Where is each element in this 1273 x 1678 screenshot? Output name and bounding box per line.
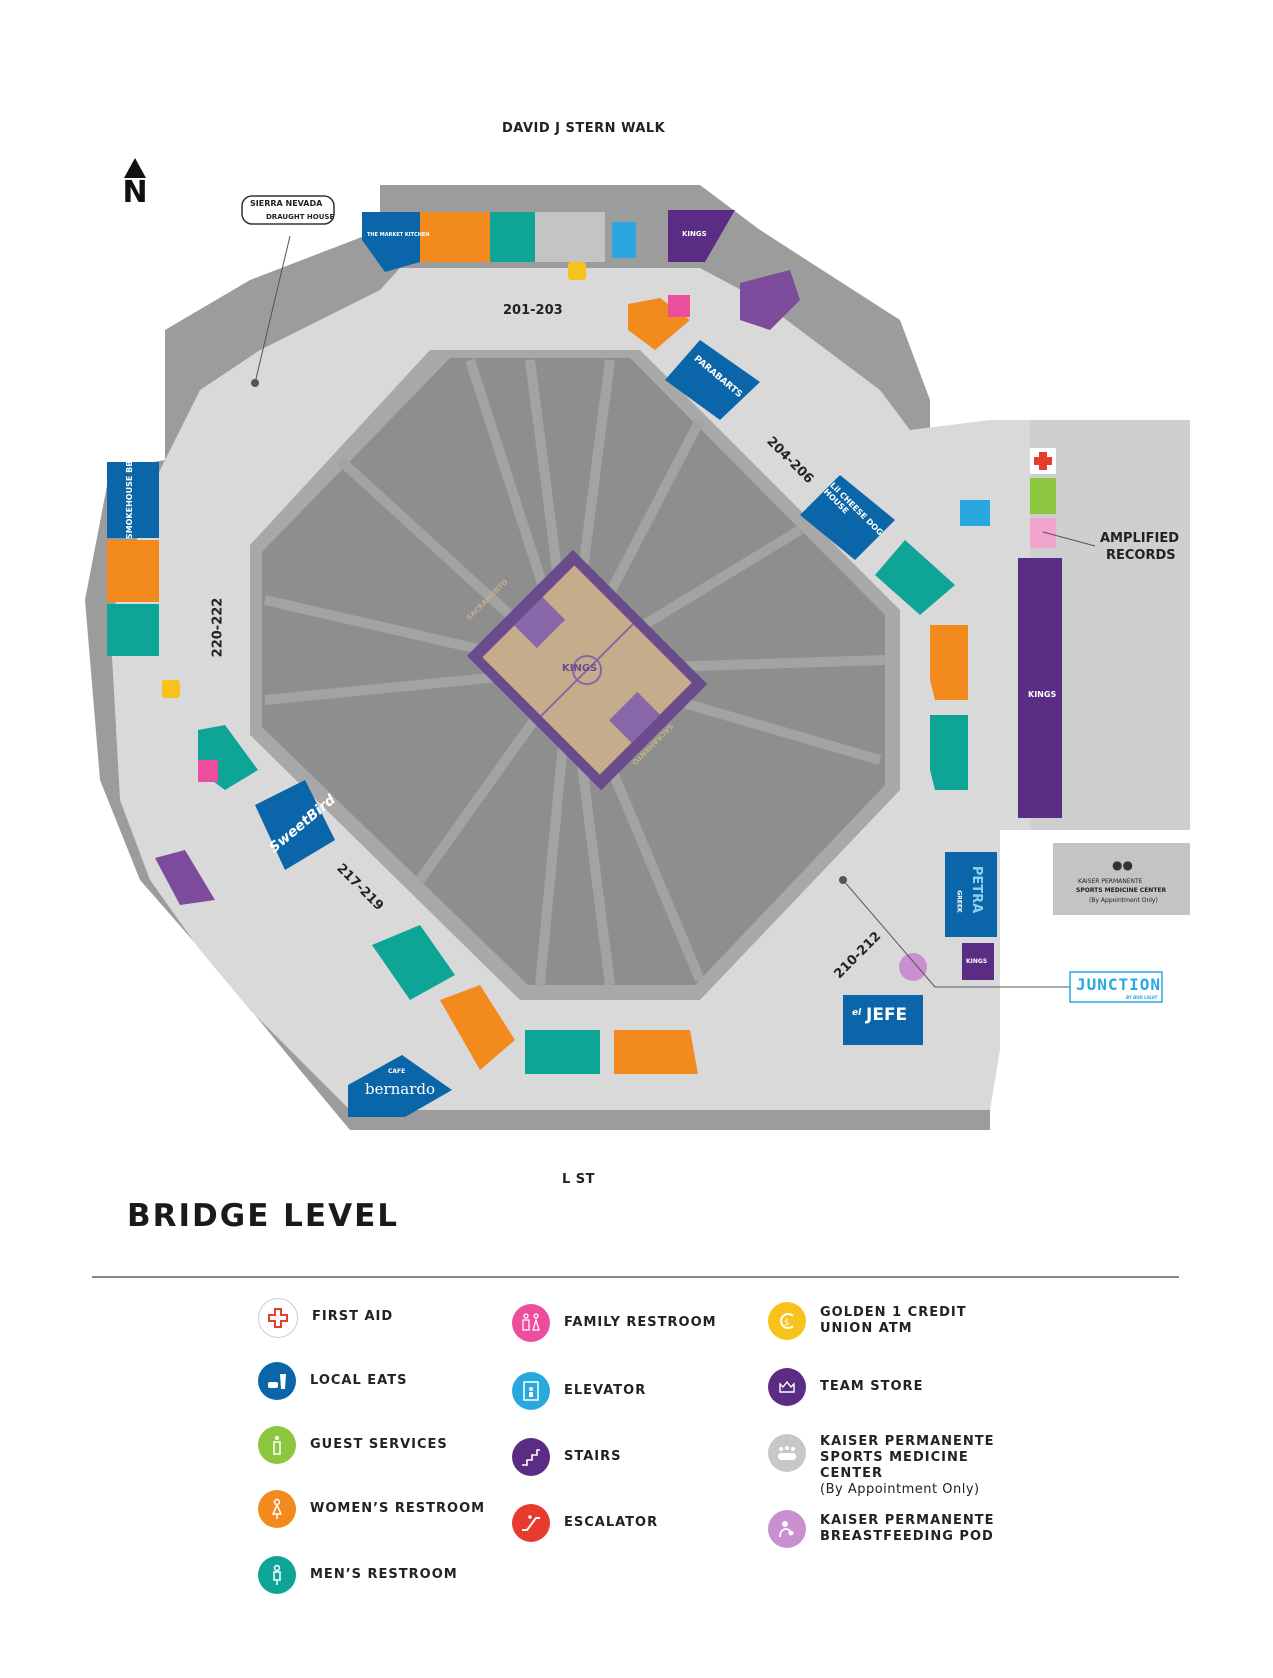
- court: [466, 549, 708, 791]
- legend-label: GOLDEN 1 CREDIT UNION ATM: [820, 1305, 967, 1336]
- local-eats-icon: [258, 1362, 296, 1400]
- legend-item-breastfeeding-pod: KAISER PERMANENTE BREASTFEEDING POD: [768, 1510, 1000, 1548]
- junction-sub-label: BY BUD LIGHT: [1126, 995, 1158, 1000]
- legend-sub-label: (By Appointment Only): [820, 1482, 980, 1497]
- legend-item-local-eats: LOCAL EATS: [258, 1362, 407, 1400]
- legend-item-atm: $ GOLDEN 1 CREDIT UNION ATM: [768, 1302, 970, 1340]
- legend-label: LOCAL EATS: [310, 1373, 408, 1388]
- page-title: BRIDGE LEVEL: [127, 1198, 400, 1234]
- first-aid-map-icon: [1034, 452, 1052, 470]
- junction-label: JUNCTION: [1076, 975, 1162, 994]
- legend-label: KAISER PERMANENTE BREASTFEEDING POD: [820, 1513, 995, 1544]
- section-label-201-203: 201-203: [503, 303, 563, 318]
- arena-map: DAVID J STERN WALK L ST N: [85, 121, 1190, 1187]
- junction-badge: [1069, 971, 1163, 1003]
- kaiser-label-3: (By Appointment Only): [1089, 897, 1158, 904]
- leader-lines: [254, 235, 1096, 988]
- north-arrow-icon: [124, 158, 146, 178]
- legend-label: KAISER PERMANENTE SPORTS MEDICINE CENTER: [820, 1434, 995, 1481]
- legend-item-escalator: ESCALATOR: [512, 1504, 658, 1542]
- legend-label: ESCALATOR: [564, 1515, 659, 1530]
- team-store-east-label: KINGS: [1028, 690, 1057, 699]
- team-store-south-label: KINGS: [966, 958, 988, 965]
- legend-item-stairs: STAIRS: [512, 1438, 622, 1476]
- legend-item-team-store: TEAM STORE: [768, 1368, 923, 1406]
- escalator-icon: [512, 1504, 550, 1542]
- cafe-bernardo-pre-label: CAFE: [388, 1068, 406, 1075]
- legend-item-first-aid: FIRST AID: [258, 1298, 393, 1338]
- divider: [92, 1276, 1179, 1278]
- kaiser-label-1: KAISER PERMANENTE: [1078, 878, 1143, 885]
- legend-label: TEAM STORE: [820, 1379, 924, 1394]
- street-south-label: L ST: [562, 1172, 596, 1187]
- court-center-logo: KINGS: [562, 663, 598, 674]
- section-label-220-222: 220-222: [210, 597, 226, 658]
- sports-medicine-icon: [768, 1434, 806, 1472]
- legend-label: ELEVATOR: [564, 1383, 647, 1398]
- guest-services-icon: [258, 1426, 296, 1464]
- north-arrow: N: [120, 158, 150, 208]
- legend-item-sports-medicine: KAISER PERMANENTE SPORTS MEDICINE CENTER…: [768, 1434, 1030, 1498]
- first-aid-icon: [258, 1298, 298, 1338]
- kaiser-icon: ●●: [1112, 858, 1133, 872]
- kaiser-label-2: SPORTS MEDICINE CENTER: [1076, 887, 1167, 894]
- sierra-nevada-logo: [241, 195, 335, 225]
- legend-label: MEN’S RESTROOM: [310, 1567, 458, 1582]
- legend-label: FIRST AID: [312, 1309, 394, 1324]
- el-jefe-pre-label: el: [852, 1008, 862, 1018]
- amenity-blocks: [107, 210, 1062, 1117]
- breastfeeding-pod-icon: [768, 1510, 806, 1548]
- north-letter: N: [122, 175, 148, 210]
- team-store-icon: [768, 1368, 806, 1406]
- amplified-records-label-1: AMPLIFIED: [1100, 531, 1180, 546]
- legend-item-family-restroom: FAMILY RESTROOM: [512, 1304, 717, 1342]
- amplified-records-label-2: RECORDS: [1106, 548, 1176, 563]
- kaiser-room: [1053, 843, 1190, 915]
- sierra-nevada-sub-label: DRAUGHT HOUSE: [266, 213, 335, 221]
- legend-label: STAIRS: [564, 1449, 622, 1464]
- elevator-icon: [512, 1372, 550, 1410]
- legend-item-mens-restroom: MEN’S RESTROOM: [258, 1556, 458, 1594]
- legend-label: WOMEN’S RESTROOM: [310, 1501, 486, 1516]
- mens-restroom-icon: [258, 1556, 296, 1594]
- street-north-label: DAVID J STERN WALK: [502, 121, 666, 136]
- svg-text:$: $: [784, 1318, 790, 1328]
- petra-sub-label: GREEK: [955, 890, 963, 913]
- legend-label: FAMILY RESTROOM: [564, 1315, 717, 1330]
- legend-label: GUEST SERVICES: [310, 1437, 448, 1452]
- legend-item-guest-services: GUEST SERVICES: [258, 1426, 448, 1464]
- market-kitchen-label: THE MARKET KITCHEN: [367, 232, 430, 238]
- stairs-icon: [512, 1438, 550, 1476]
- smokehouse-label: SMOKEHOUSE BBQ: [125, 453, 135, 540]
- atm-icon: $: [768, 1302, 806, 1340]
- legend-item-elevator: ELEVATOR: [512, 1372, 646, 1410]
- sierra-nevada-label: SIERRA NEVADA: [250, 199, 323, 208]
- el-jefe-label: JEFE: [866, 1005, 908, 1025]
- petra-label: PETRA: [969, 865, 985, 914]
- family-restroom-icon: [512, 1304, 550, 1342]
- womens-restroom-icon: [258, 1490, 296, 1528]
- team-store-north-label: KINGS: [682, 230, 707, 238]
- cafe-bernardo-label: bernardo: [365, 1080, 436, 1098]
- legend-item-womens-restroom: WOMEN’S RESTROOM: [258, 1490, 485, 1528]
- map-drawing: [85, 185, 1190, 1130]
